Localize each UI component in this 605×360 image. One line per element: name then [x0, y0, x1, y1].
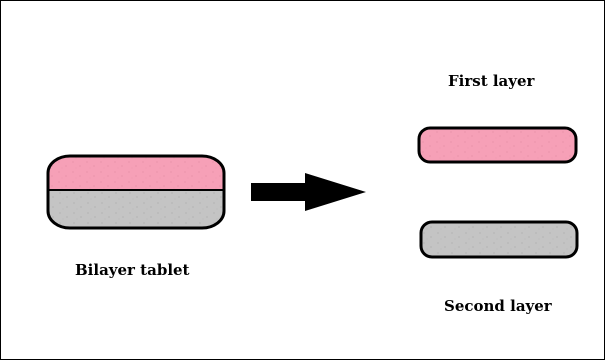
bilayer-tablet-pink-layer: [48, 156, 224, 190]
first-layer-tablet: [417, 126, 578, 164]
bilayer-tablet-label: Bilayer tablet: [75, 261, 190, 279]
second-layer-label: Second layer: [444, 297, 552, 315]
first-layer-label: First layer: [448, 72, 535, 90]
bilayer-tablet-outline: [46, 154, 226, 230]
second-layer-tablet: [419, 220, 579, 259]
bilayer-tablet-gray-layer: [48, 190, 224, 228]
bilayer-tablet: [46, 154, 226, 230]
arrow-icon: [251, 173, 366, 211]
